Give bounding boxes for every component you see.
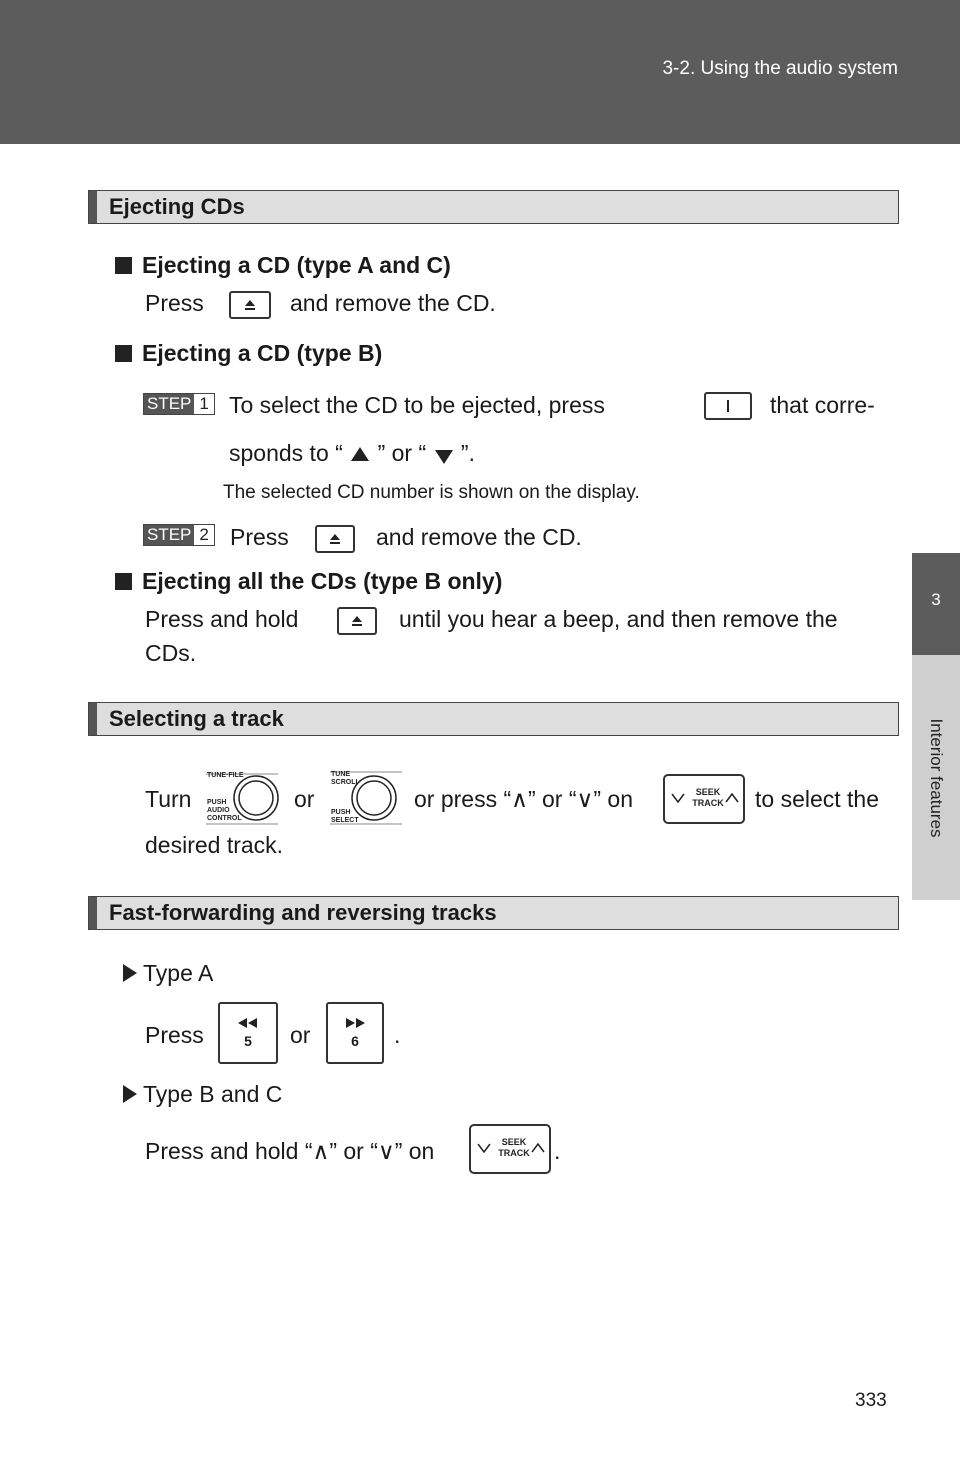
text-type-ac-press: Press <box>145 290 204 316</box>
page-number: 333 <box>855 1390 887 1411</box>
square-bullet-icon <box>115 257 132 274</box>
type-a-label: Type A <box>123 958 213 988</box>
eject-icon <box>330 534 340 544</box>
square-bullet-icon <box>115 573 132 590</box>
track-turn: Turn <box>145 786 192 812</box>
tune-file-knob-icon: TUNE·FILE PUSH AUDIO CONTROL <box>206 772 279 825</box>
step-2-tail: and remove the CD. <box>376 524 582 550</box>
square-bullet-icon <box>115 345 132 362</box>
bar-icon <box>727 400 729 412</box>
track-tail: to select the <box>755 786 880 812</box>
heading-selecting-track: Selecting a track <box>88 702 899 736</box>
svg-text:CONTROL: CONTROL <box>207 815 242 822</box>
step-1-text-tail: that corre- <box>770 392 875 418</box>
svg-text:TUNE: TUNE <box>331 771 350 778</box>
subheading-type-ac: Ejecting a CD (type A and C) <box>115 250 451 280</box>
track-or: or <box>294 786 315 812</box>
track-line2: desired track. <box>145 832 284 858</box>
heading-text: Selecting a track <box>109 706 284 731</box>
eject-all-tail: until you hear a beep, and then remove t… <box>399 606 838 632</box>
section-title: 3-2. Using the audio system <box>662 58 898 79</box>
svg-text:PUSH: PUSH <box>207 799 226 806</box>
type-a-press: Press <box>145 1022 204 1048</box>
svg-text:SEEK: SEEK <box>696 787 721 797</box>
chapter-tab <box>912 553 960 655</box>
svg-text:PUSH: PUSH <box>331 809 350 816</box>
step-1-line2: sponds to “ ” or “ ”. <box>229 440 475 466</box>
rewind-icon <box>238 1018 257 1028</box>
eject-button <box>229 291 271 319</box>
type-bc-end: . <box>554 1138 561 1164</box>
track-or-press: or press “∧” or “∨” on <box>414 786 633 812</box>
type-a-or: or <box>290 1022 311 1048</box>
tune-scroll-knob-icon: TUNE SCROLL PUSH SELECT <box>330 771 402 825</box>
heading-accent <box>89 703 97 735</box>
chapter-label: Interior features <box>927 718 946 838</box>
seek-track-button: SEEK TRACK <box>469 1124 551 1174</box>
subheading-type-b: Ejecting a CD (type B) <box>115 338 382 368</box>
chapter-number: 3 <box>931 590 941 609</box>
step-2-press: Press <box>230 524 289 550</box>
type-bc-text: Press and hold “∧” or “∨” on <box>145 1138 435 1164</box>
eject-all-line2: CDs. <box>145 640 197 666</box>
svg-text:TRACK: TRACK <box>498 1148 530 1158</box>
eject-icon <box>245 300 255 310</box>
heading-fast-forwarding: Fast-forwarding and reversing tracks <box>88 896 899 930</box>
fast-forward-button: 6 <box>326 1002 384 1064</box>
svg-text:SCROLL: SCROLL <box>331 779 361 786</box>
text-type-ac-tail: and remove the CD. <box>290 290 496 316</box>
heading-accent <box>89 191 97 223</box>
seek-track-icon: SEEK TRACK <box>477 1137 545 1158</box>
heading-text: Ejecting CDs <box>109 194 245 219</box>
eject-icon <box>352 616 362 626</box>
step-1-text: To select the CD to be ejected, press <box>229 392 605 418</box>
svg-text:TUNE·FILE: TUNE·FILE <box>207 772 244 779</box>
type-a-end: . <box>394 1022 401 1048</box>
disc-select-button <box>704 392 752 420</box>
seek-track-button: SEEK TRACK <box>663 774 745 824</box>
seek-track-icon: SEEK TRACK <box>671 787 739 808</box>
page-header <box>0 0 960 144</box>
svg-text:SELECT: SELECT <box>331 817 359 824</box>
arrow-right-icon <box>123 964 137 982</box>
rewind-button: 5 <box>218 1002 278 1064</box>
heading-ejecting-cds: Ejecting CDs <box>88 190 899 224</box>
eject-button <box>337 607 377 635</box>
svg-text:AUDIO: AUDIO <box>207 807 230 814</box>
type-bc-label: Type B and C <box>123 1079 282 1109</box>
heading-text: Fast-forwarding and reversing tracks <box>109 900 497 925</box>
eject-all-press: Press and hold <box>145 606 299 632</box>
triangle-down-icon <box>434 450 453 464</box>
svg-text:TRACK: TRACK <box>692 798 724 808</box>
triangle-up-icon <box>351 447 370 461</box>
arrow-right-icon <box>123 1085 137 1103</box>
step-1-note: The selected CD number is shown on the d… <box>223 482 640 503</box>
eject-button <box>315 525 355 553</box>
subheading-eject-all: Ejecting all the CDs (type B only) <box>115 566 502 596</box>
svg-text:SEEK: SEEK <box>502 1137 527 1147</box>
chapter-label-tab <box>912 655 960 900</box>
heading-accent <box>89 897 97 929</box>
fast-forward-icon <box>346 1018 365 1028</box>
